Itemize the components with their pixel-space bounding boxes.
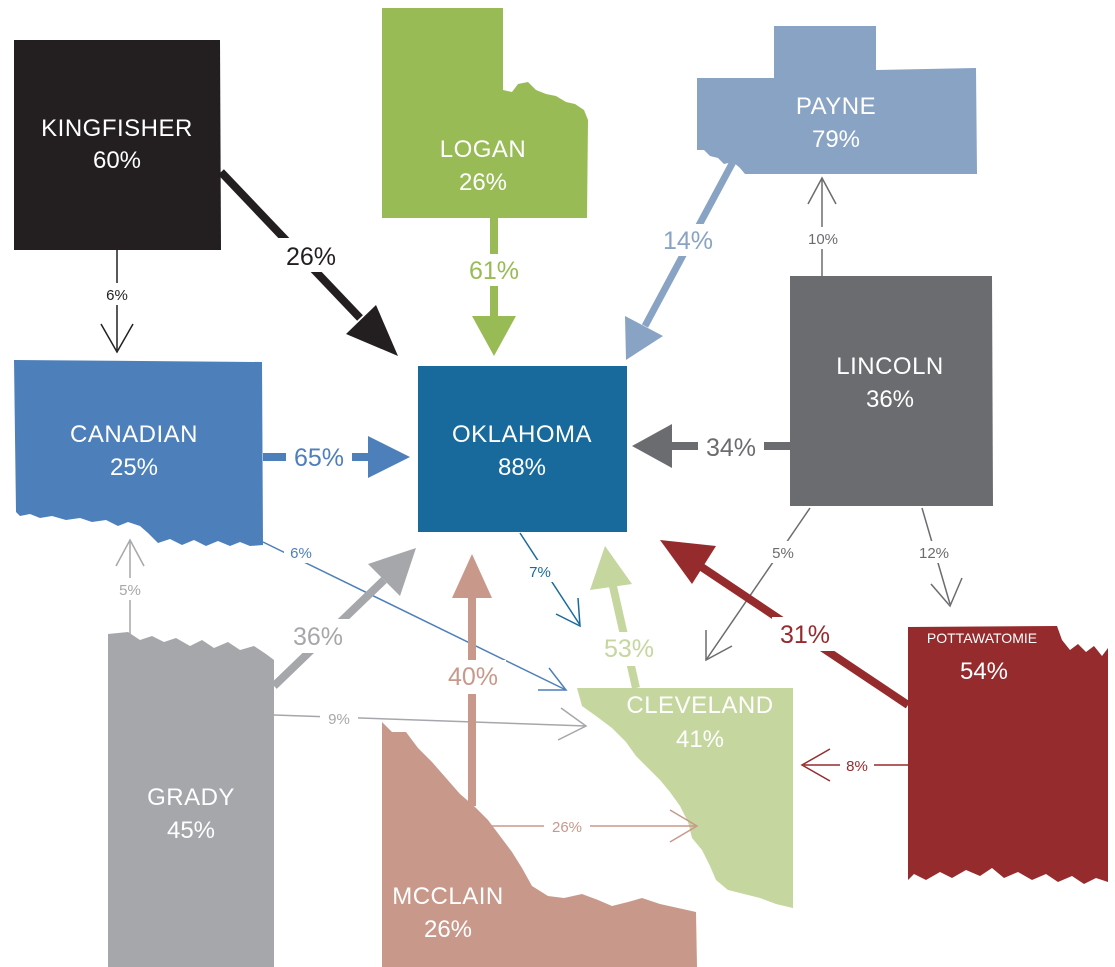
flow-lincoln-oklahoma-label: 34% <box>706 434 756 462</box>
county-payne: PAYNE 79% <box>697 26 977 174</box>
county-logan-name: LOGAN <box>440 136 527 163</box>
flow-canadian-cleveland-label: 6% <box>290 545 312 562</box>
flow-mcclain-oklahoma: 40% <box>440 554 506 806</box>
county-mcclain-pct: 26% <box>424 916 472 943</box>
county-mcclain-name: MCCLAIN <box>392 883 504 910</box>
county-grady-name: GRADY <box>147 784 235 811</box>
county-lincoln-pct: 36% <box>866 386 914 413</box>
county-oklahoma: OKLAHOMA 88% <box>418 366 627 532</box>
flow-pottawatomie-cleveland-label: 8% <box>846 758 868 775</box>
county-grady-shape <box>108 632 274 967</box>
county-pottawatomie-pct: 54% <box>960 658 1008 685</box>
county-grady: GRADY 45% <box>108 632 274 967</box>
flow-payne-oklahoma-label: 14% <box>663 227 713 255</box>
flow-pottawatomie-cleveland: 8% <box>800 748 908 782</box>
flow-canadian-oklahoma-label: 65% <box>294 444 344 472</box>
county-canadian: CANADIAN 25% <box>14 360 263 546</box>
flow-grady-canadian: 5% <box>114 538 146 634</box>
county-mcclain: MCCLAIN 26% <box>382 722 697 967</box>
county-cleveland: CLEVELAND 41% <box>577 688 793 908</box>
flow-lincoln-pottawatomie-label: 12% <box>919 545 949 562</box>
county-kingfisher: KINGFISHER 60% <box>14 40 221 250</box>
county-logan-pct: 26% <box>459 169 507 196</box>
flow-grady-canadian-label: 5% <box>119 582 141 599</box>
county-canadian-name: CANADIAN <box>70 421 198 448</box>
flow-lincoln-oklahoma: 34% <box>632 424 790 468</box>
flow-kingfisher-oklahoma-label: 26% <box>286 243 336 271</box>
flow-oklahoma-cleveland-label: 7% <box>529 564 551 581</box>
county-payne-shape <box>697 26 977 174</box>
flow-grady-oklahoma: 36% <box>271 548 416 689</box>
flow-grady-oklahoma-label: 36% <box>293 623 343 651</box>
flow-lincoln-pottawatomie: 12% <box>912 507 963 608</box>
flow-mcclain-cleveland-label: 26% <box>552 819 582 836</box>
county-payne-name: PAYNE <box>796 93 876 120</box>
flow-kingfisher-canadian-label: 6% <box>106 287 128 304</box>
county-canadian-pct: 25% <box>110 454 158 481</box>
county-cleveland-name: CLEVELAND <box>626 692 773 719</box>
county-cleveland-pct: 41% <box>676 726 724 753</box>
county-logan-shape <box>382 8 588 218</box>
county-canadian-shape <box>14 360 263 546</box>
flow-logan-oklahoma: 61% <box>466 218 522 356</box>
county-pottawatomie-shape <box>908 626 1108 884</box>
county-kingfisher-shape <box>14 40 221 250</box>
flow-canadian-oklahoma: 65% <box>263 436 410 478</box>
county-logan: LOGAN 26% <box>382 8 588 218</box>
flow-mcclain-cleveland: 26% <box>490 809 699 843</box>
flow-oklahoma-cleveland: 7% <box>519 532 581 628</box>
county-oklahoma-shape <box>418 366 627 532</box>
flow-pottawatomie-oklahoma-label: 31% <box>780 621 830 649</box>
flow-lincoln-cleveland: 5% <box>705 507 811 662</box>
county-lincoln-shape <box>790 276 993 506</box>
county-pottawatomie-name: POTTAWATOMIE <box>927 630 1037 646</box>
flow-grady-cleveland-label: 9% <box>328 711 350 728</box>
county-kingfisher-name: KINGFISHER <box>41 115 193 142</box>
flow-cleveland-oklahoma: 53% <box>590 546 662 689</box>
county-lincoln: LINCOLN 36% <box>790 276 993 506</box>
county-grady-pct: 45% <box>167 817 215 844</box>
county-cleveland-shape <box>577 688 793 908</box>
flow-kingfisher-canadian: 6% <box>100 250 134 354</box>
flow-pottawatomie-oklahoma: 31% <box>660 540 911 709</box>
flow-payne-oklahoma: 14% <box>625 158 738 360</box>
county-oklahoma-name: OKLAHOMA <box>452 421 592 448</box>
county-kingfisher-pct: 60% <box>93 147 141 174</box>
county-mcclain-shape <box>382 722 697 967</box>
flow-lincoln-payne-label: 10% <box>808 231 838 248</box>
flow-kingfisher-oklahoma: 26% <box>218 169 398 356</box>
county-pottawatomie: POTTAWATOMIE 54% <box>908 626 1108 884</box>
county-oklahoma-pct: 88% <box>498 454 546 481</box>
flow-logan-oklahoma-label: 61% <box>469 257 519 285</box>
flow-mcclain-oklahoma-label: 40% <box>448 663 498 691</box>
county-payne-pct: 79% <box>812 126 860 153</box>
flow-cleveland-oklahoma-label: 53% <box>604 635 654 663</box>
flow-canadian-cleveland: 6% <box>262 541 568 691</box>
flow-grady-cleveland: 9% <box>273 707 588 741</box>
flow-lincoln-cleveland-label: 5% <box>772 545 794 562</box>
county-lincoln-name: LINCOLN <box>836 353 944 380</box>
flow-lincoln-payne: 10% <box>800 176 846 276</box>
